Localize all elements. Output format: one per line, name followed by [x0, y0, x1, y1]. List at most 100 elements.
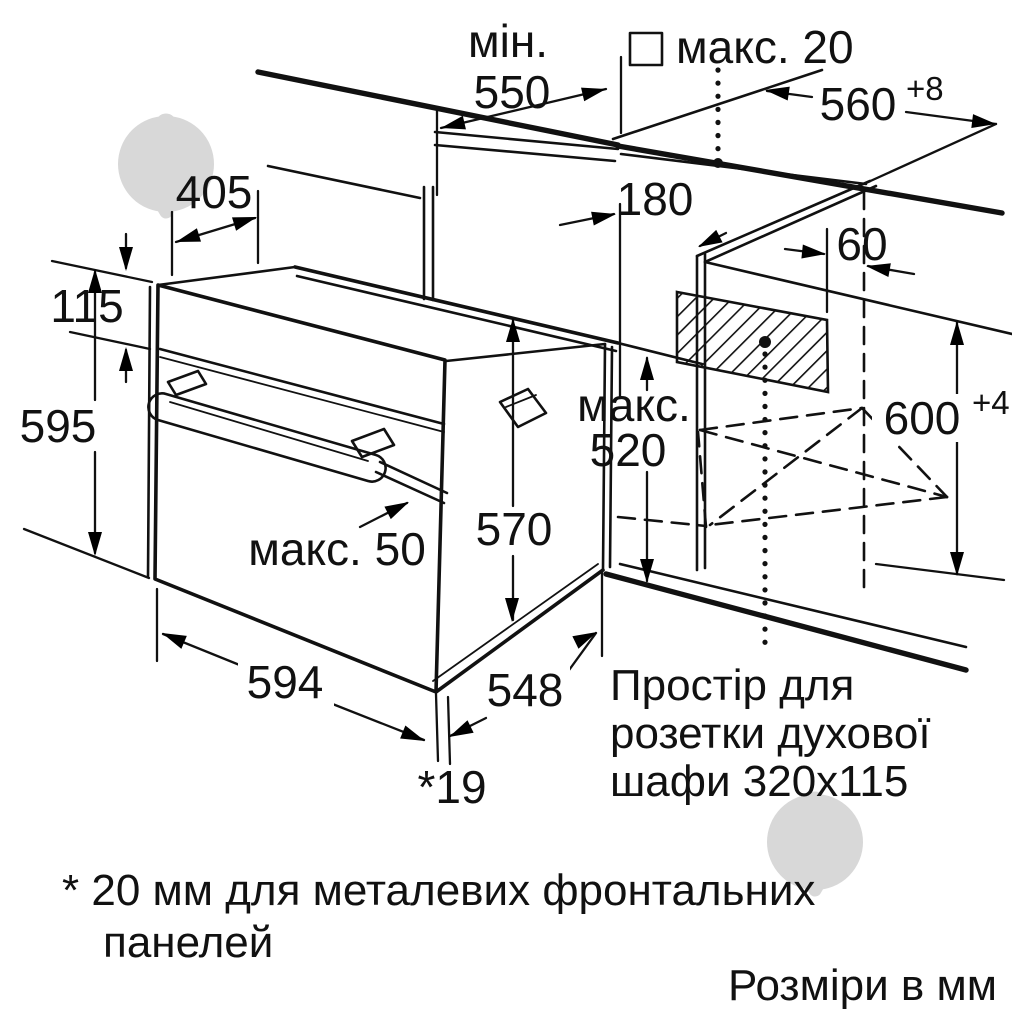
- footnote-line2: панелей: [103, 918, 273, 967]
- dim-19-label: *19: [417, 761, 486, 813]
- ref-bottom-595: [22, 527, 151, 580]
- countertop-front-edge: [255, 69, 621, 148]
- dim-570-label: 570: [476, 503, 553, 555]
- hidden-diagonal: [708, 406, 864, 527]
- side-vent-inner: [505, 394, 537, 408]
- worktop-underside-edge: [433, 130, 620, 151]
- arrowhead: [801, 244, 827, 261]
- dim-600-tolerance: +4: [972, 384, 1010, 421]
- dim-520-label: 520: [590, 424, 667, 476]
- hidden-edge: [860, 406, 949, 499]
- oven-rear-edge: [601, 342, 607, 572]
- oven-front-face: [153, 283, 447, 694]
- hidden-edge: [696, 430, 708, 529]
- dim-180-label: 180: [617, 173, 694, 225]
- dim-595-label: 595: [20, 400, 97, 452]
- arrowhead: [400, 725, 428, 748]
- watermark-badge-bottom-right: [767, 791, 863, 897]
- door-handle: [147, 392, 387, 483]
- niche-wall-top-edge: [695, 179, 872, 258]
- oven-rear-edge2: [608, 345, 614, 569]
- ext-19-line1: [434, 692, 440, 763]
- arrowhead: [591, 207, 618, 226]
- niche-shelf-front-edge: [603, 571, 969, 673]
- arrowhead: [640, 356, 654, 380]
- handle-bracket-left: [166, 369, 208, 397]
- footnote: * 20 мм для металевих фронтальних панеле…: [62, 866, 815, 967]
- ext-19-line2: [446, 695, 452, 766]
- hidden-edge: [616, 515, 708, 528]
- oven-top-back-edge: [293, 265, 620, 345]
- oven-top-left-edge: [156, 265, 297, 287]
- dim-max520-word: макс.: [577, 379, 691, 431]
- arrowhead: [119, 247, 133, 271]
- arrowhead: [88, 532, 102, 556]
- oven-lines: [146, 265, 704, 694]
- countertop-inner-edge: [619, 152, 868, 186]
- ref-panel: [68, 330, 152, 351]
- max20-square-symbol: [628, 31, 664, 67]
- dimline-550: [439, 87, 608, 130]
- watermark-triangle-icon: [776, 829, 854, 897]
- extension-lines: [22, 55, 1006, 766]
- oven-bottom-side-edge: [434, 568, 605, 694]
- control-panel-bottom: [158, 347, 446, 426]
- control-panel-bottom2: [159, 356, 445, 433]
- dim-max50-label: макс. 50: [248, 523, 426, 575]
- oven-top-right-edge: [444, 342, 607, 363]
- socket-center-dot: [759, 336, 771, 348]
- niche-back-top-edge: [703, 260, 1012, 336]
- arrowhead: [505, 598, 519, 622]
- oven-left-edge: [146, 285, 152, 579]
- oven-top-back-edge-ext: [616, 341, 704, 366]
- label-backing: [238, 660, 334, 706]
- watermark-badge-top-left: [118, 113, 214, 219]
- watermark-triangle-icon: [127, 151, 205, 219]
- watermark-stem-icon: [155, 113, 177, 153]
- label-backing: [872, 394, 1012, 442]
- dim-60-label: 60: [836, 218, 887, 270]
- dim-548-label: 548: [487, 664, 564, 716]
- niche-wall-top-edge2: [703, 184, 878, 264]
- door-side-edge2: [374, 470, 446, 505]
- dimline-560-diagonal: [864, 122, 998, 185]
- socket-hatch-area: [675, 290, 830, 394]
- door-handle-inner: [169, 401, 369, 462]
- dim-594-label: 594: [247, 656, 324, 708]
- socket-note-line3: шафи 320x115: [610, 757, 908, 806]
- countertop-cut-edge: [615, 143, 1005, 216]
- dim-max20-label: макс. 20: [676, 21, 854, 73]
- arrowhead: [173, 228, 201, 249]
- oven-bottom-side-edge2: [432, 563, 599, 682]
- oven-top-back-edge2: [295, 274, 618, 353]
- socket-note: Простір для розетки духової шафи 320x115: [610, 661, 931, 806]
- max20-reference-dot: [713, 158, 723, 168]
- dim-min-word: мін.: [468, 15, 548, 67]
- handle-bracket-right: [350, 427, 396, 459]
- dimension-labels: мін. 550 макс. 20 560 +8 405 115 595 180…: [20, 15, 1010, 813]
- cabinet-bottom-edge: [266, 164, 422, 200]
- cutout-back-edge: [611, 68, 824, 141]
- arrowhead: [119, 347, 133, 371]
- dim-560-tolerance: +8: [906, 70, 944, 107]
- worktop-underside-edge2: [433, 143, 617, 163]
- units-note: Розміри в мм: [728, 961, 997, 1010]
- side-vent: [498, 387, 548, 429]
- niche-shelf-top-edge: [618, 562, 968, 649]
- dim-560-label: 560: [820, 78, 897, 130]
- dim-600-label: 600: [884, 392, 961, 444]
- ref-top: [50, 259, 154, 284]
- hidden-diagonal: [698, 428, 949, 499]
- dimension-lines: [88, 82, 998, 748]
- socket-space: [675, 290, 830, 394]
- dim-115-label: 115: [50, 280, 123, 332]
- door-side-edge: [378, 460, 449, 495]
- arrowhead: [506, 318, 520, 342]
- socket-note-line2: розетки духової: [610, 709, 931, 758]
- label-backing: [478, 666, 570, 714]
- socket-note-line1: Простір для: [610, 661, 854, 710]
- hidden-oven-projection: [616, 406, 949, 529]
- arrowhead: [384, 495, 413, 520]
- arrowhead: [950, 321, 964, 345]
